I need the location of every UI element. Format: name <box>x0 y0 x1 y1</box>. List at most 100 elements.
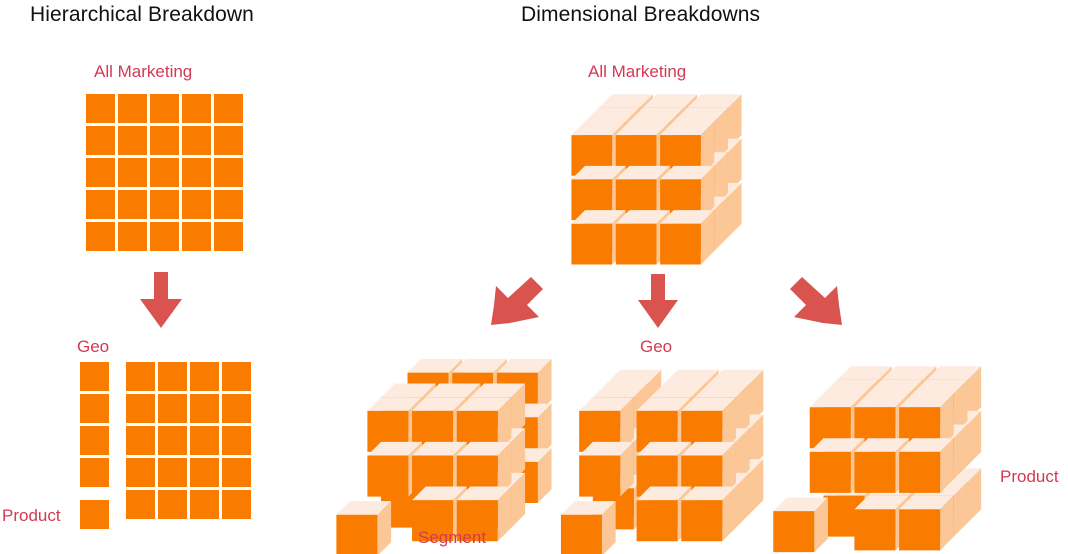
cube-face-front <box>579 455 621 497</box>
grid-breakdown-detail <box>126 362 251 519</box>
cube-face-top <box>881 366 937 380</box>
cube-face-top <box>571 121 626 136</box>
grid-cell <box>222 362 251 391</box>
cube-face-side <box>377 501 392 554</box>
cube-face-side <box>967 366 982 421</box>
arrow-down-left <box>491 277 543 325</box>
cube-face-top <box>336 501 392 515</box>
grid-cell <box>214 158 243 187</box>
grid-cell-product <box>80 500 109 529</box>
cube-face-side <box>722 486 736 542</box>
cube-face-top <box>681 397 736 411</box>
cube-face-top <box>854 393 910 408</box>
cube-face-front <box>636 410 678 452</box>
cube-face-top <box>681 486 736 501</box>
cube-face-side <box>601 501 616 554</box>
cube-face-side <box>722 397 736 452</box>
cube-face-front <box>823 495 865 537</box>
cube-face-front <box>579 410 621 452</box>
cube-face-front <box>615 135 657 176</box>
grid-cell <box>150 190 179 219</box>
cube-face-top <box>615 121 671 136</box>
cube-face-front <box>412 455 454 497</box>
cube-face-top <box>560 501 616 515</box>
grid-cell <box>80 362 109 391</box>
grid-cell <box>126 458 155 487</box>
grid-cell <box>86 126 115 155</box>
grid-cell <box>182 126 211 155</box>
grid-cell <box>214 126 243 155</box>
cube-face-top <box>412 486 467 501</box>
grid-cell <box>86 190 115 219</box>
cube-face-top <box>452 358 507 373</box>
cube-face-side <box>735 428 750 483</box>
grid-cell <box>190 490 219 519</box>
cube-face-front <box>412 410 454 452</box>
cube-face-side <box>953 481 968 537</box>
grid-cell <box>158 362 187 391</box>
cube-breakdown-segment <box>336 358 552 554</box>
cube-face-side <box>953 379 968 435</box>
cube-face-front <box>854 451 896 493</box>
cube-face-top <box>899 438 954 452</box>
grid-cell <box>182 158 211 187</box>
cube-face-top <box>412 441 467 456</box>
cube-face-front <box>636 455 678 497</box>
label-all-marketing-left: All Marketing <box>94 62 193 81</box>
cube-face-front <box>456 455 498 497</box>
grid-cell <box>150 126 179 155</box>
grid-cell <box>150 222 179 251</box>
cube-face-front <box>681 500 723 542</box>
cube-face-front <box>899 509 941 551</box>
cube-face-side <box>749 459 764 514</box>
cube-face-side <box>497 397 512 452</box>
grid-cell <box>150 158 179 187</box>
cube-face-side <box>620 441 634 497</box>
panel-title-hierarchical: Hierarchical Breakdown <box>30 3 254 26</box>
grid-cell <box>86 222 115 251</box>
grid-cell <box>86 158 115 187</box>
cube-face-side <box>700 210 715 265</box>
cube-face-top <box>809 393 865 408</box>
grid-cell <box>158 394 187 423</box>
cube-face-top <box>899 393 954 408</box>
cube-face-front <box>681 455 723 497</box>
cube-face-top <box>579 397 634 411</box>
grid-cell <box>126 426 155 455</box>
cube-face-front <box>854 509 896 551</box>
cube-face-side <box>749 369 764 425</box>
grid-cell <box>126 490 155 519</box>
cube-face-front <box>660 223 701 265</box>
cube-face-top <box>854 438 910 452</box>
cube-face-side <box>537 403 552 459</box>
label-product-left: Product <box>2 506 61 525</box>
cube-face-top <box>837 366 892 380</box>
cube-face-top <box>496 358 552 373</box>
cube-face-side <box>714 196 728 251</box>
grid-cell <box>222 426 251 455</box>
cube-face-front <box>809 407 851 449</box>
cube-face-front <box>809 451 851 493</box>
cube-face-top <box>636 441 692 456</box>
cube-face-front <box>412 500 454 542</box>
cube-face-top <box>681 441 736 456</box>
cube-face-top <box>708 369 764 384</box>
arrow-down-left-panel <box>140 272 182 328</box>
grid-geo-column-top <box>80 362 109 487</box>
grid-cell <box>214 94 243 123</box>
cube-face-top <box>606 369 662 384</box>
cube-face-front <box>367 410 409 452</box>
cube-face-side <box>700 121 715 176</box>
cube-face-front <box>773 511 815 553</box>
cube-face-front <box>854 407 896 449</box>
cube-all-marketing <box>571 94 742 265</box>
grid-cell <box>80 394 109 423</box>
cube-face-front <box>660 135 701 176</box>
cube-face-side <box>735 472 750 528</box>
cube-face-top <box>470 383 526 398</box>
cube-face-side <box>537 448 552 503</box>
arrow-down-center <box>638 274 678 328</box>
grid-cell <box>80 426 109 455</box>
cube-face-top <box>456 486 512 501</box>
cube-face-side <box>940 438 954 493</box>
